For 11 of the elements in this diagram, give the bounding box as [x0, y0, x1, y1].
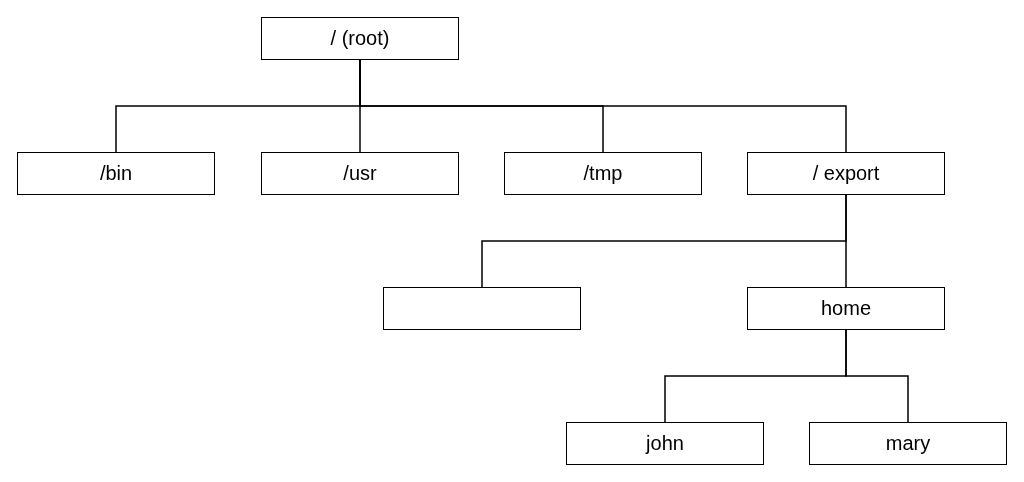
directory-box: home — [747, 287, 945, 330]
empty-box — [383, 287, 581, 330]
directory-box: mary — [809, 422, 1007, 465]
directory-box: john — [566, 422, 764, 465]
directory-box: / (root) — [261, 17, 459, 60]
connector-line — [845, 329, 909, 423]
directory-box: /usr — [261, 152, 459, 195]
connector-line — [845, 194, 847, 288]
directory-box: /bin — [17, 152, 215, 195]
directory-box: /tmp — [504, 152, 702, 195]
directory-box: / export — [747, 152, 945, 195]
